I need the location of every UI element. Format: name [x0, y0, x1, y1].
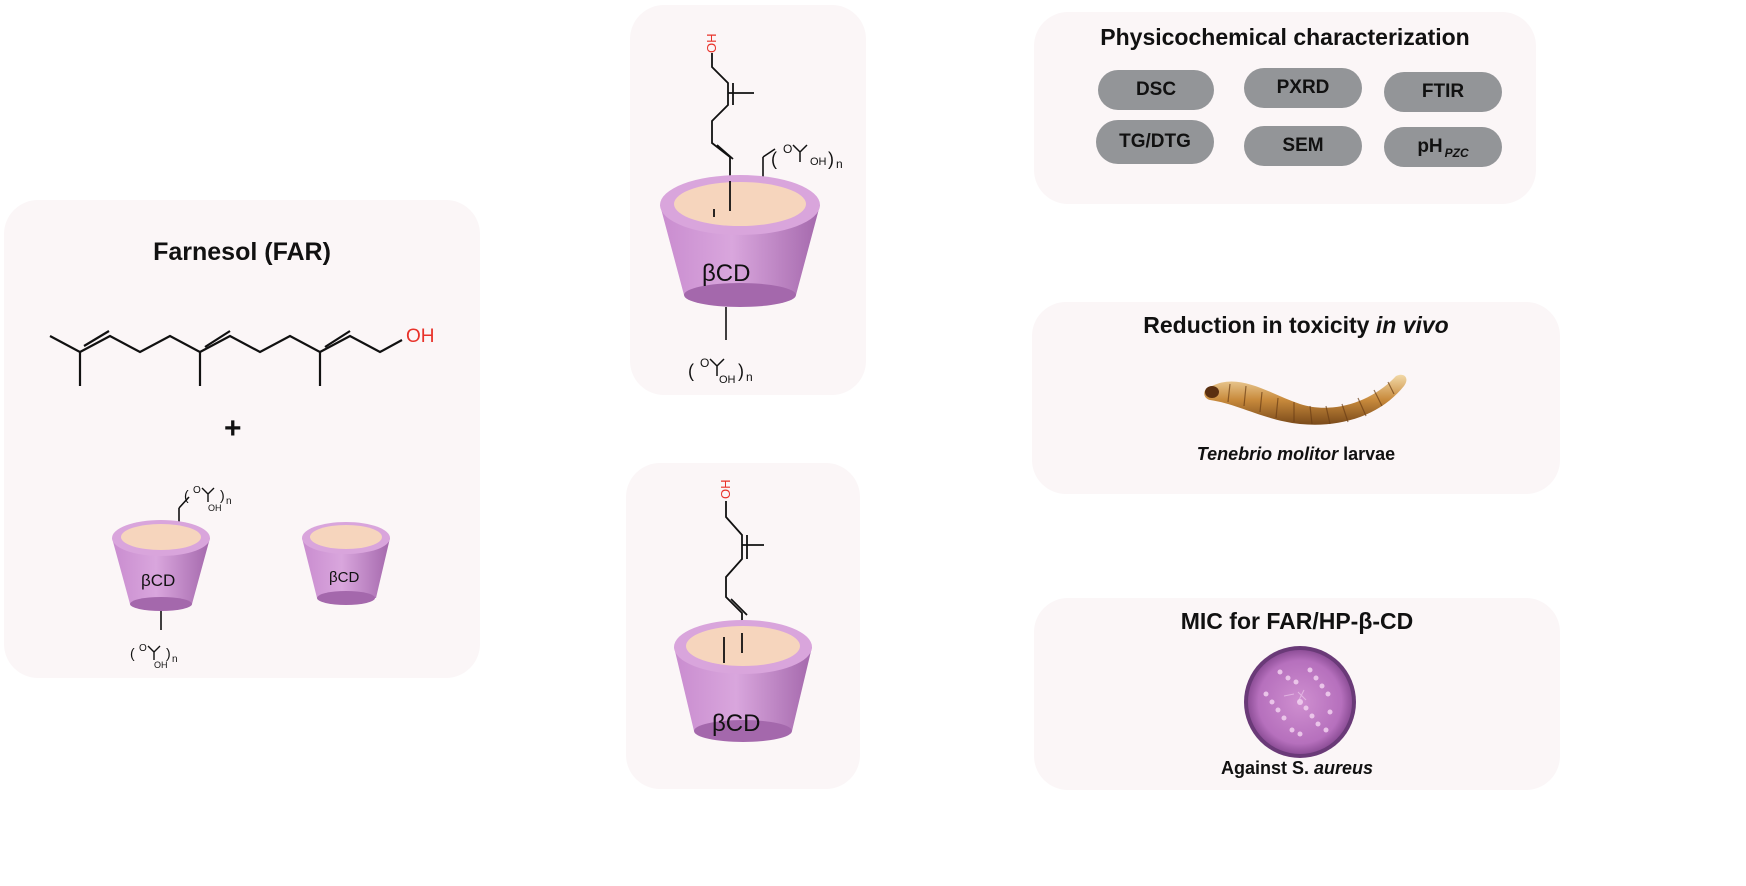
svg-text:): ): [738, 361, 744, 381]
toxicity-panel: Reduction in toxicity in vivo Tenebrio m…: [1032, 302, 1560, 494]
svg-text:): ): [220, 487, 225, 503]
svg-text:): ): [828, 149, 834, 169]
toxicity-title: Reduction in toxicity in vivo: [1032, 312, 1560, 339]
pill-pxrd: PXRD: [1244, 68, 1362, 108]
ph-label: pH: [1417, 136, 1443, 157]
farnesol-title: Farnesol (FAR): [153, 238, 331, 266]
larva-image: [1204, 374, 1407, 425]
svg-text:): ): [166, 645, 171, 661]
svg-text:(: (: [130, 645, 135, 661]
complex-top-sub-o-bottom: O: [700, 356, 709, 370]
complex-bottom-diagram: OH βCD: [674, 480, 812, 742]
complex-top-diagram: OH ( O OH ) n βCD ( O OH ) n: [660, 34, 843, 386]
complex-top-cd-label: βCD: [702, 260, 750, 287]
ph-pzc-subscript: PZC: [1444, 146, 1469, 160]
pill-tgdtg: TG/DTG: [1096, 120, 1214, 164]
larvae-caption-rest: larvae: [1338, 444, 1396, 464]
plus-sign: +: [224, 412, 242, 445]
pill-dsc: DSC: [1098, 70, 1214, 110]
physchem-title: Physicochemical characterization: [1100, 24, 1470, 50]
farnesol-panel: Farnesol (FAR) OH + ( O OH ) n βCD (: [4, 200, 480, 678]
mic-caption: Against S. aureus: [1034, 758, 1560, 779]
mic-title: MIC for FAR/HP-β-CD: [1180, 608, 1414, 634]
physchem-panel: Physicochemical characterization DSC PXR…: [1034, 12, 1536, 204]
toxicity-title-main: Reduction in toxicity: [1143, 312, 1376, 338]
larvae-caption: Tenebrio molitor larvae: [1032, 444, 1560, 465]
farnesol-structure: OH + ( O OH ) n βCD ( O OH ) n: [49, 326, 435, 670]
larvae-caption-em: Tenebrio molitor: [1196, 444, 1339, 464]
hp-beta-cd-cup: ( O OH ) n βCD ( O OH ) n: [112, 485, 232, 670]
complex-top-sub-oh-right: OH: [810, 156, 827, 168]
svg-text:(: (: [184, 487, 189, 503]
complex-top-oh: OH: [704, 34, 719, 54]
beta-cd-cup: βCD: [302, 522, 390, 605]
farnesol-oh-label: OH: [406, 326, 435, 347]
complex-top-sub-o-right: O: [783, 142, 792, 156]
cd-label-right: βCD: [329, 569, 359, 586]
complex-bottom-oh: OH: [718, 480, 733, 500]
complex-bottom-panel: OH βCD: [626, 463, 860, 789]
svg-text:(: (: [771, 149, 777, 169]
toxicity-title-em: in vivo: [1375, 312, 1449, 338]
sub-n-top: n: [226, 496, 232, 507]
pill-sem: SEM: [1244, 126, 1362, 166]
complex-top-sub-n-right: n: [836, 157, 843, 171]
sub-oh-top: OH: [208, 503, 222, 513]
petri-dish-image: [1244, 646, 1356, 758]
svg-text:(: (: [688, 361, 694, 381]
mic-caption-em: aureus: [1313, 758, 1374, 778]
sub-oh-bottom: OH: [154, 660, 168, 670]
complex-top-sub-n-bottom: n: [746, 370, 753, 384]
cd-label-left: βCD: [141, 571, 175, 590]
complex-top-sub-oh-bottom: OH: [719, 374, 736, 386]
complex-top-panel: OH ( O OH ) n βCD ( O OH ) n: [630, 5, 866, 395]
sub-o-top: O: [193, 485, 201, 496]
pill-ftir: FTIR: [1384, 72, 1502, 112]
sub-n-bottom: n: [172, 654, 178, 665]
complex-bottom-cd-label: βCD: [712, 710, 760, 737]
mic-panel: MIC for FAR/HP-β-CD Against S. aureus: [1034, 598, 1560, 790]
mic-caption-main: Against S.: [1220, 758, 1314, 778]
sub-o-bottom: O: [139, 643, 147, 654]
